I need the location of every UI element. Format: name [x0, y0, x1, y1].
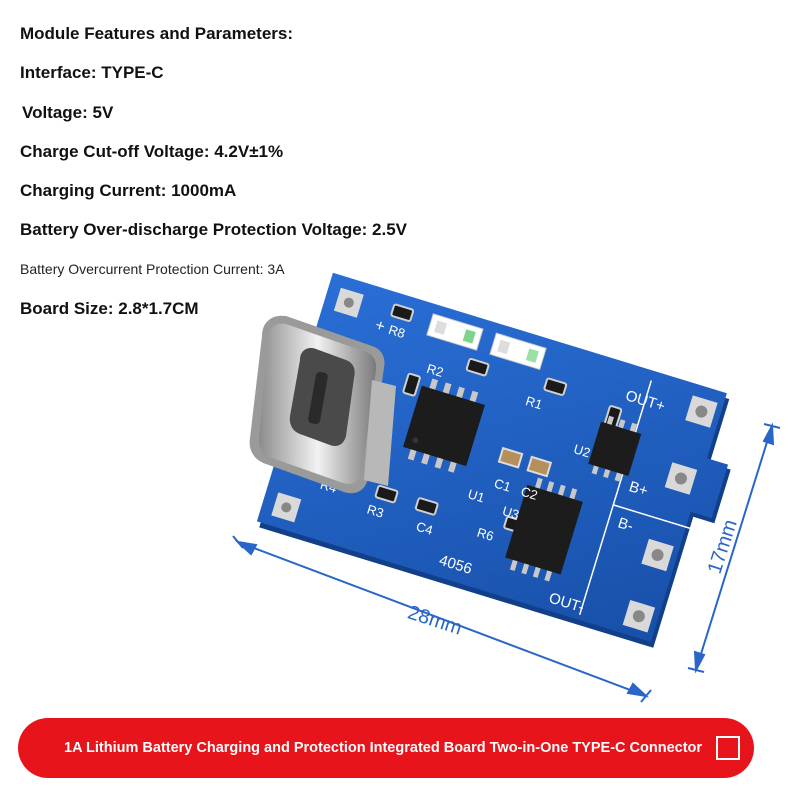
- capacitors: [497, 446, 553, 478]
- pad-top-left: [333, 287, 364, 318]
- spec-voltage: Voltage: 5V: [22, 103, 114, 122]
- spec-interface: Interface: TYPE-C: [20, 63, 164, 82]
- label-u1: U1: [466, 486, 486, 505]
- label-r6: R6: [475, 525, 495, 544]
- dimension-width-label: 28mm: [405, 602, 465, 640]
- chip-u3: [505, 477, 583, 582]
- usb-type-c-connector: [249, 315, 396, 494]
- label-b-minus: B-: [616, 514, 635, 535]
- label-c4: C4: [414, 519, 434, 538]
- spec-overcurrent: Battery Overcurrent Protection Current: …: [20, 261, 285, 277]
- label-b-plus: B+: [627, 478, 650, 500]
- dimension-width-arrow: [232, 535, 652, 703]
- charging-board-illustration: + R8 R2 R1 R5 R4 R3 C4 C1 C2 U1 U2 U3 R6…: [232, 272, 781, 703]
- led-indicator-right: [489, 332, 547, 371]
- product-title-text: 1A Lithium Battery Charging and Protecti…: [64, 740, 703, 756]
- label-r2: R2: [425, 361, 445, 380]
- pad-b-minus: [641, 538, 674, 572]
- pad-bottom-left: [271, 492, 302, 523]
- chip-u2: [588, 415, 642, 482]
- product-title-banner: 1A Lithium Battery Charging and Protecti…: [18, 718, 754, 778]
- spec-cutoff-voltage: Charge Cut-off Voltage: 4.2V±1%: [20, 142, 284, 161]
- dimension-height-label: 17mm: [704, 517, 742, 577]
- pad-b-plus: [664, 462, 698, 495]
- spec-heading: Module Features and Parameters:: [20, 24, 294, 43]
- label-m: M: [713, 437, 730, 457]
- label-r1: R1: [524, 393, 544, 412]
- dimension-height-arrow: [687, 422, 781, 674]
- pad-out-plus: [685, 395, 718, 428]
- pad-out-minus: [622, 599, 656, 633]
- label-c1: C1: [492, 476, 512, 495]
- checkbox-icon[interactable]: [716, 736, 740, 760]
- spec-overdischarge-voltage: Battery Over-discharge Protection Voltag…: [20, 220, 408, 239]
- led-indicator-left: [426, 313, 484, 351]
- spec-charging-current: Charging Current: 1000mA: [20, 181, 237, 200]
- label-u2: U2: [572, 441, 592, 460]
- label-c2: C2: [519, 484, 539, 503]
- spec-board-size: Board Size: 2.8*1.7CM: [20, 299, 199, 318]
- label-r3: R3: [365, 501, 385, 520]
- chip-u1: [403, 378, 485, 473]
- label-r8: R8: [387, 322, 407, 341]
- label-u3: U3: [501, 503, 521, 522]
